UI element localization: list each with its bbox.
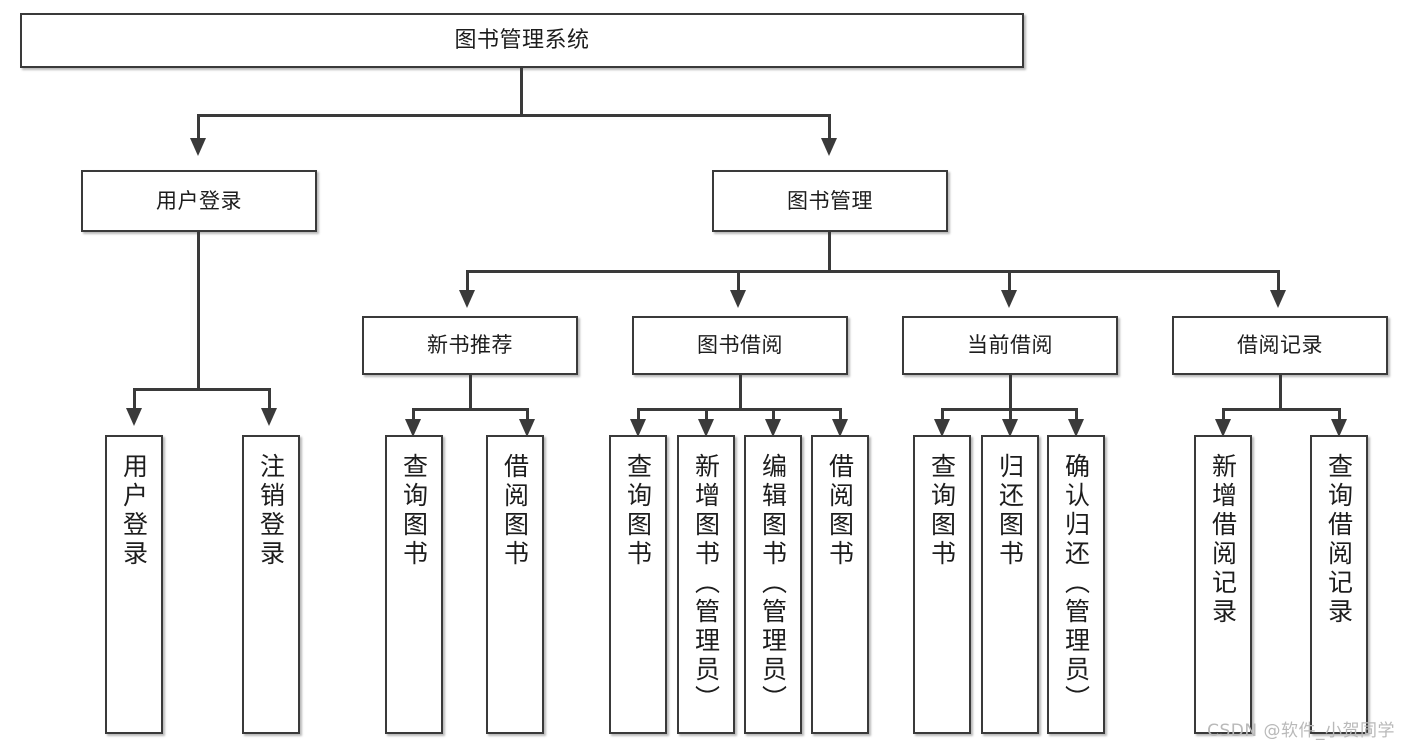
leaf-query-borrow-record[interactable]: 查询借阅记录 xyxy=(1310,435,1368,734)
leaf-query-book-new-rec[interactable]: 查询图书 xyxy=(385,435,443,734)
connector-cb-l2 xyxy=(1009,408,1012,422)
arrowhead-leaf-add-record xyxy=(1215,419,1231,437)
node-label: 借阅记录 xyxy=(1237,333,1323,358)
connector-book-borrow-trunk xyxy=(739,375,742,410)
connector-nbr-l2 xyxy=(526,408,529,422)
arrowhead-leaf-return-book xyxy=(1002,419,1018,437)
node-root-book-management-system[interactable]: 图书管理系统 xyxy=(20,13,1024,68)
connector-new-book-rec-trunk xyxy=(469,375,472,410)
connector-level3-bus xyxy=(466,270,1280,273)
connector-bb-l2 xyxy=(705,408,708,422)
connector-to-borrow-record xyxy=(1277,270,1280,292)
arrowhead-leaf-query-book-1 xyxy=(405,419,421,437)
connector-to-current-borrow xyxy=(1008,270,1011,292)
node-label: 图书管理 xyxy=(787,188,873,213)
leaf-query-book-current[interactable]: 查询图书 xyxy=(913,435,971,734)
leaf-confirm-return-admin[interactable]: 确认归还（管理员） xyxy=(1047,435,1105,734)
node-label: 新增借阅记录 xyxy=(1208,453,1238,627)
leaf-user-login[interactable]: 用户登录 xyxy=(105,435,163,734)
node-current-borrow[interactable]: 当前借阅 xyxy=(902,316,1118,375)
node-label: 归还图书 xyxy=(995,453,1025,569)
arrowhead-leaf-borrow-book-1 xyxy=(519,419,535,437)
leaf-user-logout[interactable]: 注销登录 xyxy=(242,435,300,734)
leaf-return-book[interactable]: 归还图书 xyxy=(981,435,1039,734)
node-label: 用户登录 xyxy=(119,453,149,569)
connector-user-login-l2 xyxy=(268,388,271,410)
node-label: 查询图书 xyxy=(927,453,957,569)
connector-br-l2 xyxy=(1338,408,1341,422)
connector-bb-l1 xyxy=(637,408,640,422)
arrowhead-leaf-query-book-3 xyxy=(934,419,950,437)
node-label: 新增图书（管理员） xyxy=(691,453,721,714)
connector-root-trunk xyxy=(520,68,523,114)
arrowhead-to-book-manage xyxy=(821,138,837,156)
arrowhead-leaf-confirm-return xyxy=(1068,419,1084,437)
leaf-add-book-admin[interactable]: 新增图书（管理员） xyxy=(677,435,735,734)
arrowhead-borrow-record xyxy=(1270,290,1286,308)
node-label: 图书借阅 xyxy=(697,333,783,358)
connector-root-bus xyxy=(197,114,831,117)
node-label: 查询图书 xyxy=(623,453,653,569)
node-label: 借阅图书 xyxy=(500,453,530,569)
connector-user-login-trunk xyxy=(197,232,200,390)
connector-root-to-book-manage xyxy=(828,114,831,140)
arrowhead-leaf-borrow-book-2 xyxy=(832,419,848,437)
leaf-query-book-borrow[interactable]: 查询图书 xyxy=(609,435,667,734)
connector-nbr-l1 xyxy=(412,408,415,422)
node-borrow-record[interactable]: 借阅记录 xyxy=(1172,316,1388,375)
arrowhead-to-user-login xyxy=(190,138,206,156)
arrowhead-leaf-query-book-2 xyxy=(630,419,646,437)
connector-book-manage-trunk xyxy=(828,232,831,272)
connector-to-book-borrow xyxy=(737,270,740,292)
node-label: 确认归还（管理员） xyxy=(1061,453,1091,714)
node-label: 编辑图书（管理员） xyxy=(758,453,788,714)
node-user-login[interactable]: 用户登录 xyxy=(81,170,317,232)
node-book-borrow[interactable]: 图书借阅 xyxy=(632,316,848,375)
node-label: 当前借阅 xyxy=(967,333,1053,358)
node-label: 新书推荐 xyxy=(427,333,513,358)
arrowhead-leaf-add-book xyxy=(698,419,714,437)
connector-bb-l3 xyxy=(772,408,775,422)
arrowhead-leaf-user-login xyxy=(126,408,142,426)
node-label: 图书管理系统 xyxy=(454,27,590,53)
arrowhead-leaf-query-record xyxy=(1331,419,1347,437)
connector-bb-l4 xyxy=(839,408,842,422)
node-label: 注销登录 xyxy=(256,453,286,569)
node-label: 查询借阅记录 xyxy=(1324,453,1354,627)
leaf-edit-book-admin[interactable]: 编辑图书（管理员） xyxy=(744,435,802,734)
arrowhead-current-borrow xyxy=(1001,290,1017,308)
connector-user-login-bus xyxy=(133,388,271,391)
connector-new-book-rec-bus xyxy=(412,408,529,411)
node-label: 用户登录 xyxy=(156,188,242,213)
node-label: 查询图书 xyxy=(399,453,429,569)
leaf-borrow-book-new-rec[interactable]: 借阅图书 xyxy=(486,435,544,734)
node-book-management[interactable]: 图书管理 xyxy=(712,170,948,232)
arrowhead-leaf-user-logout xyxy=(261,408,277,426)
connector-book-borrow-bus xyxy=(637,408,842,411)
node-label: 借阅图书 xyxy=(825,453,855,569)
connector-to-new-book-rec xyxy=(466,270,469,292)
arrowhead-leaf-edit-book xyxy=(765,419,781,437)
arrowhead-book-borrow xyxy=(730,290,746,308)
connector-root-to-user-login xyxy=(197,114,200,140)
connector-borrow-record-trunk xyxy=(1279,375,1282,410)
leaf-borrow-book-borrow[interactable]: 借阅图书 xyxy=(811,435,869,734)
connector-cb-l1 xyxy=(941,408,944,422)
node-new-book-recommendation[interactable]: 新书推荐 xyxy=(362,316,578,375)
connector-cb-l3 xyxy=(1075,408,1078,422)
connector-br-l1 xyxy=(1222,408,1225,422)
arrowhead-new-book-rec xyxy=(459,290,475,308)
leaf-add-borrow-record[interactable]: 新增借阅记录 xyxy=(1194,435,1252,734)
connector-borrow-record-bus xyxy=(1222,408,1341,411)
connector-current-borrow-trunk xyxy=(1009,375,1012,410)
connector-user-login-l1 xyxy=(133,388,136,410)
